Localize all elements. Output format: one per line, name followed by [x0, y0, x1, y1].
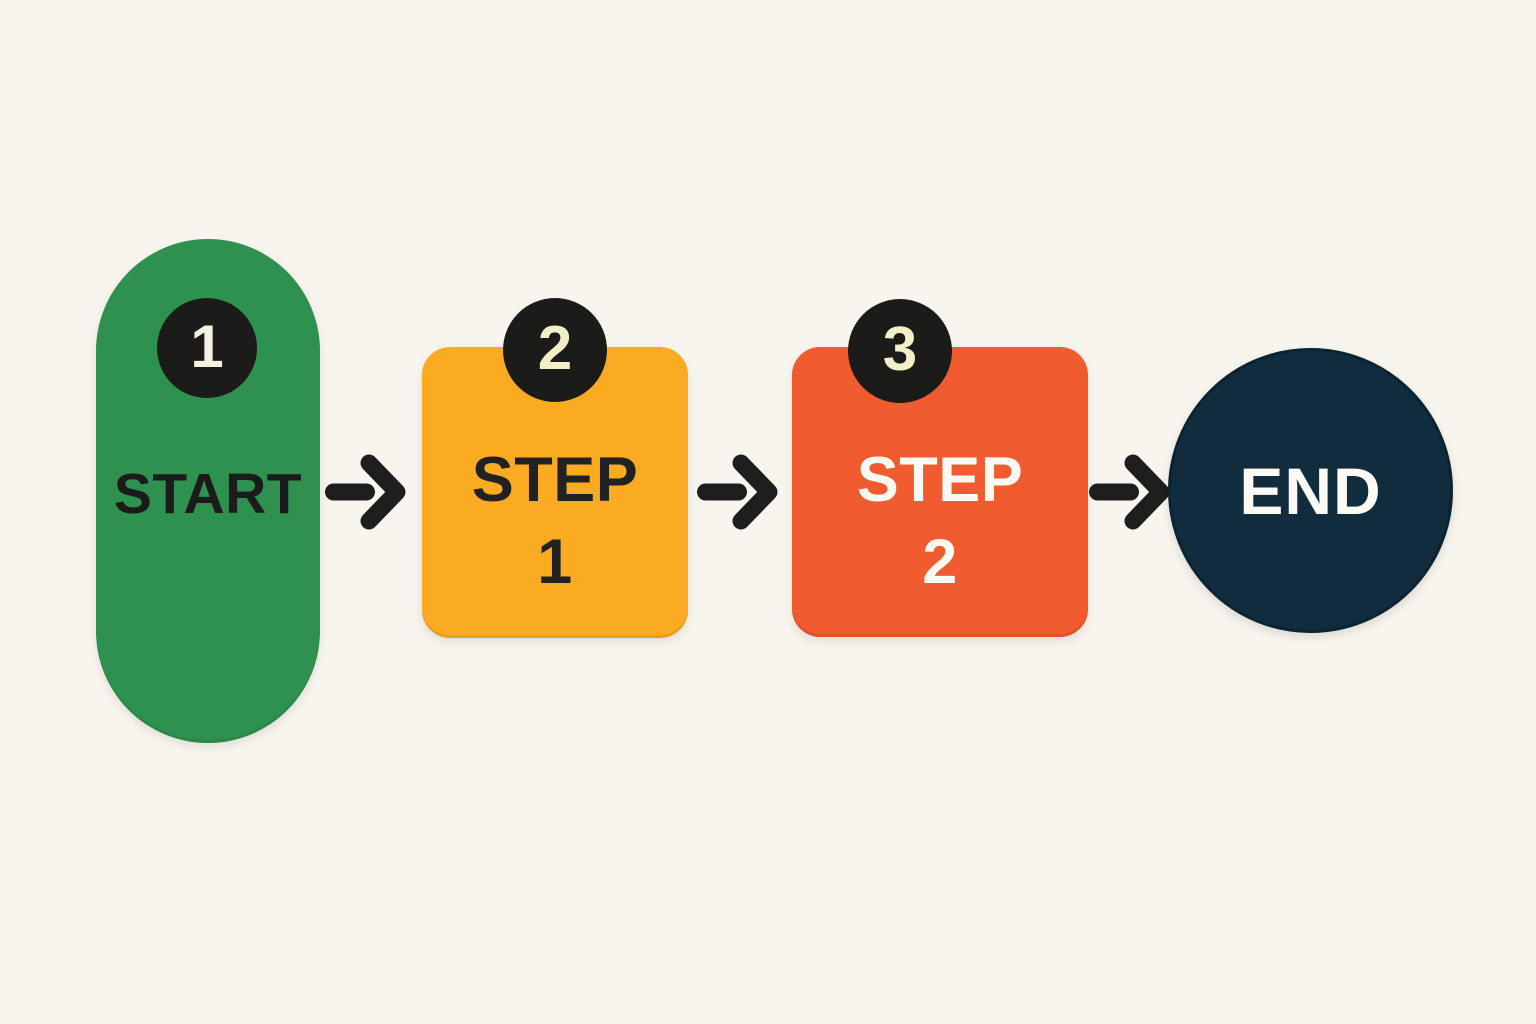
flow-arrow-step-2-to-end-icon: [1089, 454, 1170, 530]
step-number-badge-1: 1: [157, 298, 257, 398]
node-label-step-2: STEP 2: [792, 439, 1088, 603]
badge-number-3: 3: [882, 314, 918, 384]
node-label-step-1-line-1: STEP: [471, 445, 639, 515]
badge-number-1: 1: [190, 312, 224, 380]
node-step-2: 3 STEP 2: [792, 299, 1088, 637]
node-end: END: [1168, 348, 1453, 633]
node-label-start: START: [113, 462, 303, 526]
badge-number-2: 2: [537, 313, 573, 383]
node-start: 1 START: [96, 239, 320, 743]
node-label-step-1-line-2: 1: [537, 527, 573, 597]
step-number-badge-3: 3: [848, 299, 952, 403]
node-label-step-1: STEP 1: [422, 439, 688, 603]
node-label-end: END: [1239, 453, 1382, 528]
node-label-step-2-line-2: 2: [922, 527, 958, 597]
step-number-badge-2: 2: [503, 298, 607, 402]
flow-arrow-step-1-to-step-2-icon: [697, 454, 778, 530]
flow-arrow-start-to-step-1-icon: [325, 454, 406, 530]
node-label-step-2-line-1: STEP: [856, 445, 1024, 515]
node-step-1: 2 STEP 1: [422, 298, 688, 638]
